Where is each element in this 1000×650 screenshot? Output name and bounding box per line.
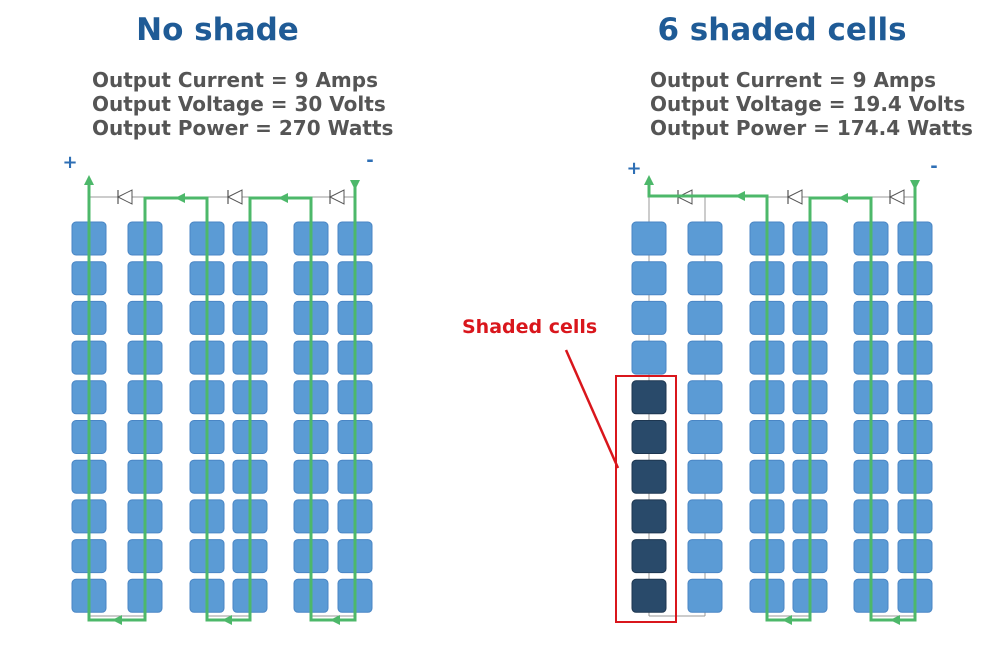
current-arrow xyxy=(112,615,122,625)
positive-terminal-label: + xyxy=(62,152,77,173)
negative-terminal-label: - xyxy=(366,150,373,171)
negative-terminal-label: - xyxy=(930,156,937,177)
solar-cell xyxy=(631,300,667,335)
current-arrow xyxy=(330,615,340,625)
solar-cell xyxy=(687,221,723,256)
solar-cell xyxy=(687,261,723,296)
current-arrow xyxy=(278,193,288,203)
shaded-solar-cell xyxy=(631,499,667,534)
bypass-diode-icon xyxy=(328,189,345,205)
solar-cell xyxy=(687,578,723,613)
bypass-diode-icon xyxy=(116,189,133,205)
current-arrow xyxy=(350,180,360,190)
output-current-label: Output Current = 9 Amps xyxy=(650,68,936,92)
solar-cell xyxy=(631,261,667,296)
solar-cell xyxy=(687,539,723,574)
current-arrow xyxy=(910,180,920,190)
callout-pointer xyxy=(564,349,620,469)
shaded-solar-cell xyxy=(631,380,667,415)
output-power-label: Output Power = 270 Watts xyxy=(92,116,394,140)
panel-title-shaded: 6 shaded cells xyxy=(657,12,907,48)
positive-terminal-label: + xyxy=(626,158,641,179)
shaded-cells-box xyxy=(615,375,677,623)
output-stats-shaded: Output Current = 9 Amps Output Voltage =… xyxy=(650,68,973,140)
solar-cell xyxy=(687,380,723,415)
panel-title-no-shade: No shade xyxy=(136,12,299,48)
solar-cell xyxy=(687,499,723,534)
shaded-solar-cell xyxy=(631,539,667,574)
current-arrow xyxy=(175,193,185,203)
output-current-label: Output Current = 9 Amps xyxy=(92,68,378,92)
solar-cell xyxy=(687,420,723,454)
current-arrow xyxy=(735,191,745,201)
solar-cell xyxy=(631,221,667,256)
shaded-cells-label: Shaded cells xyxy=(462,316,598,338)
output-stats-no-shade: Output Current = 9 Amps Output Voltage =… xyxy=(92,68,393,140)
bypass-diode-icon xyxy=(888,189,905,205)
shaded-solar-cell xyxy=(631,420,667,454)
bypass-diode-icon xyxy=(786,189,803,205)
shaded-solar-cell xyxy=(631,459,667,494)
current-arrow xyxy=(838,193,848,203)
current-arrow xyxy=(222,615,232,625)
output-power-label: Output Power = 174.4 Watts xyxy=(650,116,973,140)
bypass-diode-icon xyxy=(226,189,243,205)
solar-cell xyxy=(687,459,723,494)
current-arrow xyxy=(644,175,654,185)
output-voltage-label: Output Voltage = 30 Volts xyxy=(92,92,386,116)
solar-cell xyxy=(687,340,723,375)
current-arrow xyxy=(890,615,900,625)
current-arrow xyxy=(782,615,792,625)
solar-cell xyxy=(687,300,723,335)
current-arrow xyxy=(84,175,94,185)
shaded-solar-cell xyxy=(631,578,667,613)
output-voltage-label: Output Voltage = 19.4 Volts xyxy=(650,92,966,116)
solar-cell xyxy=(631,340,667,375)
